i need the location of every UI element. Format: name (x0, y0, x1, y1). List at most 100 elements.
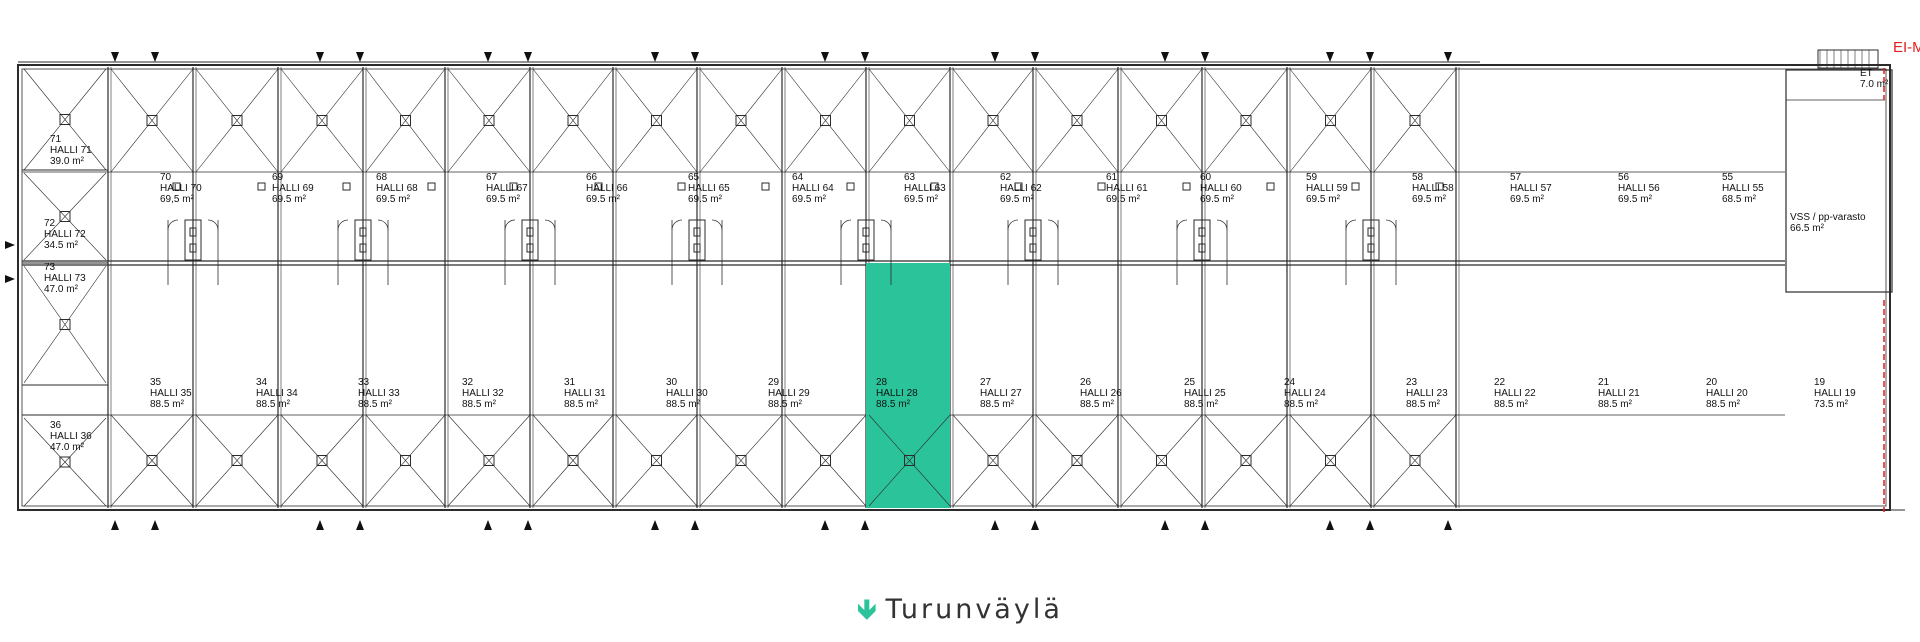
skylight-marker (735, 115, 747, 126)
unit-label-line: HALLI 72 (44, 229, 86, 240)
skylight-marker (1071, 455, 1083, 466)
wc-block (688, 219, 706, 261)
unit-label-line: HALLI 23 (1406, 388, 1448, 399)
door-swing (1047, 219, 1059, 231)
unit-label-line: 31 (564, 377, 576, 388)
roof-diagonal (1373, 68, 1457, 173)
unit-label-line: 56 (1618, 172, 1630, 183)
unit-label-line: 73 (44, 262, 56, 273)
building-structure (17, 49, 1905, 511)
door-marker-icon (1201, 52, 1209, 62)
door-marker-icon (484, 52, 492, 62)
unit-label-line: 19 (1814, 377, 1826, 388)
skylight-marker (231, 115, 243, 126)
unit-label-line: HALLI 58 (1412, 183, 1454, 194)
roof-diagonal (1204, 414, 1288, 507)
roof-diagonal (784, 414, 867, 507)
electric-box (1097, 182, 1106, 191)
wc-fixture (1367, 227, 1375, 237)
wc-fixture (526, 227, 534, 237)
unit-label-line: 69 (272, 172, 284, 183)
electric-box (761, 182, 770, 191)
wc-fixture (359, 227, 367, 237)
skylight-marker (400, 115, 411, 126)
unit-label-line: 61 (1106, 172, 1118, 183)
unit-label-line: HALLI 64 (792, 183, 834, 194)
roof-diagonal (365, 68, 446, 173)
unit-label-line: 22 (1494, 377, 1506, 388)
unit-label-line: 68.5 m² (1722, 194, 1757, 205)
door-swing (337, 219, 349, 231)
unit-label-line: 88.5 m² (980, 399, 1015, 410)
skylight-marker (651, 115, 662, 126)
door-marker-icon (524, 520, 532, 530)
unit-label-line: 33 (358, 377, 370, 388)
door-marker-icon (861, 520, 869, 530)
unit-label-line: 88.5 m² (1080, 399, 1115, 410)
door-marker-icon (151, 520, 159, 530)
electric-box (846, 182, 855, 191)
unit-label-line: HALLI 25 (1184, 388, 1226, 399)
unit-label-line: 70 (160, 172, 172, 183)
skylight-marker (735, 455, 747, 466)
unit-label-line: 69.5 m² (904, 194, 939, 205)
wc-block (184, 219, 202, 261)
wc-block (1024, 219, 1042, 261)
door-swing (544, 219, 556, 231)
unit-label-line: 39.0 m² (50, 156, 85, 167)
skylight-marker (1325, 115, 1336, 126)
skylight-marker (316, 455, 328, 466)
door-marker-icon (111, 520, 119, 530)
unit-label-line: HALLI 20 (1706, 388, 1748, 399)
wc-fixture (862, 243, 870, 253)
door-marker-icon (316, 52, 324, 62)
door-swing (1385, 219, 1397, 231)
wc-fixture (189, 243, 197, 253)
electric-box (172, 182, 181, 191)
unit-label-line: HALLI 29 (768, 388, 810, 399)
unit-label-line: 69.5 m² (1618, 194, 1653, 205)
unit-label-line: 69.5 m² (1510, 194, 1545, 205)
wc-fixture (1198, 243, 1206, 253)
unit-label-line: HALLI 66 (586, 183, 628, 194)
door-marker-icon (1366, 520, 1374, 530)
unit-label-line: 59 (1306, 172, 1318, 183)
roof-diagonal (784, 68, 867, 173)
roof-diagonal (868, 68, 951, 173)
unit-label-line: HALLI 62 (1000, 183, 1042, 194)
door-swing (840, 219, 852, 231)
inner-wall-line (21, 68, 1887, 507)
unit-label-line: 67 (486, 172, 498, 183)
unit-label-line: 26 (1080, 377, 1092, 388)
door-marker-icon (651, 52, 659, 62)
electric-box (1435, 182, 1444, 191)
unit-label-line: 57 (1510, 172, 1522, 183)
unit-label-line: HALLI 32 (462, 388, 504, 399)
unit-label-line: HALLI 60 (1200, 183, 1242, 194)
skylight-marker (567, 115, 579, 126)
door-marker-icon (356, 520, 364, 530)
skylight-marker (59, 211, 71, 222)
unit-label-line: HALLI 27 (980, 388, 1022, 399)
unit-label-line: 27 (980, 377, 992, 388)
unit-label-line: 69.5 m² (1412, 194, 1447, 205)
unit-label-line: 88.5 m² (256, 399, 291, 410)
unit-label-line: HALLI 59 (1306, 183, 1348, 194)
highlight-layer (866, 263, 950, 508)
unit-label-line: 36 (50, 420, 62, 431)
unit-label-line: 88.5 m² (1706, 399, 1741, 410)
electric-box (509, 182, 518, 191)
unit-label-line: 34 (256, 377, 268, 388)
wc-fixture (1029, 243, 1037, 253)
